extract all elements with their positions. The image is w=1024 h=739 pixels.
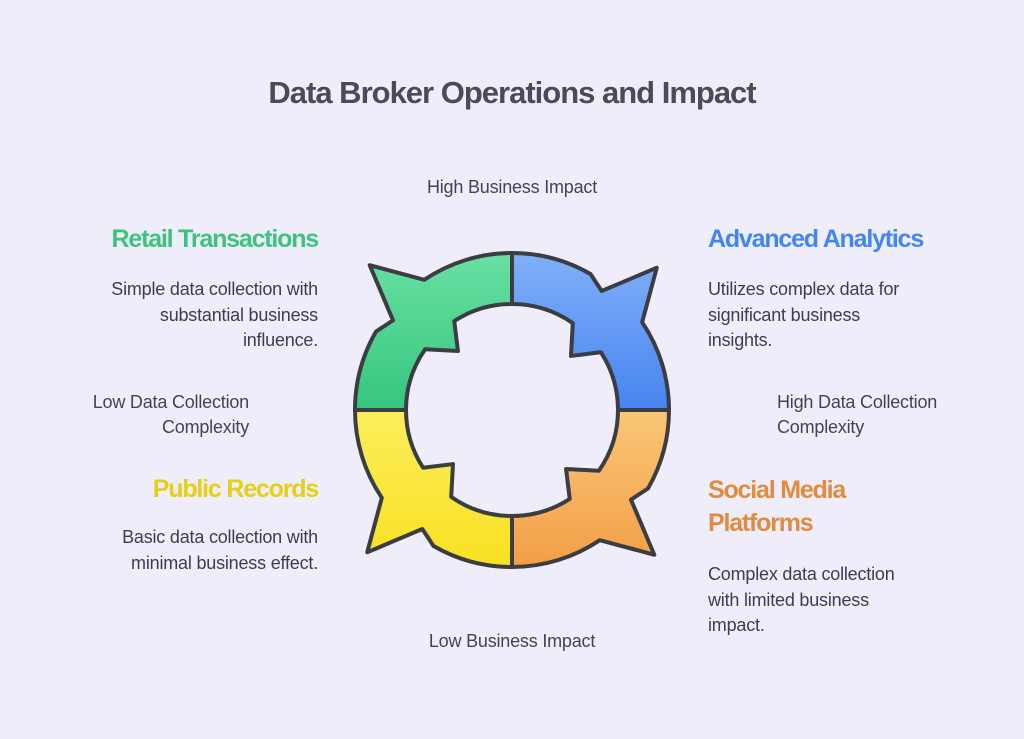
axis-label-high-complexity: High Data Collection Complexity — [777, 392, 938, 437]
analytics-arrow — [510, 251, 671, 412]
page-title: Data Broker Operations and Impact — [268, 75, 756, 110]
quadrant-heading-advanced-analytics: Advanced Analytics — [708, 225, 924, 253]
quadrant-body-advanced-analytics: Utilizes complex data for significant bu… — [708, 279, 900, 350]
quadrant-heading-social-media-platforms: Social Media Platforms — [708, 476, 846, 537]
quadrant-body-public-records: Basic data collection with minimal busin… — [122, 527, 318, 573]
public-records-arrow — [353, 408, 514, 569]
quadrant-body-retail-transactions: Simple data collection with substantial … — [111, 279, 318, 350]
cycle-diagram — [353, 251, 671, 569]
retail-arrow — [353, 251, 514, 412]
quadrant-heading-retail-transactions: Retail Transactions — [111, 225, 320, 253]
quadrant-heading-public-records: Public Records — [152, 475, 319, 503]
axis-label-low-complexity: Low Data Collection Complexity — [92, 392, 249, 437]
quadrant-body-social-media-platforms: Complex data collection with limited bus… — [708, 564, 895, 635]
axis-label-low-impact: Low Business Impact — [428, 631, 596, 651]
axis-label-high-impact: High Business Impact — [426, 177, 598, 197]
social-media-arrow — [510, 408, 671, 569]
